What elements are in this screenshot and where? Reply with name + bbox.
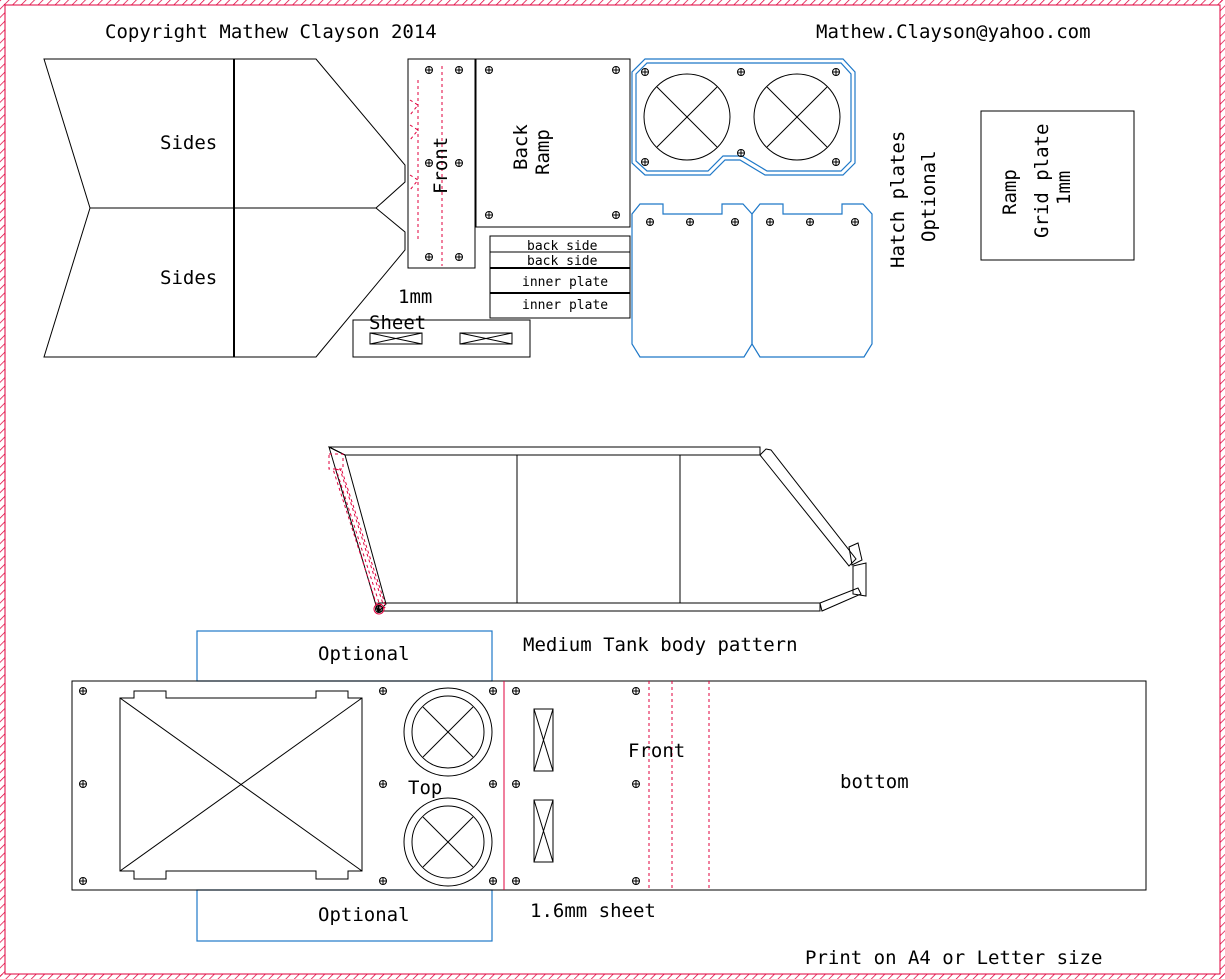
optional-top-label: Optional <box>318 643 410 665</box>
back-ramp-label-2: Ramp <box>532 129 554 175</box>
hatch-plates: Hatch plates Optional <box>631 58 940 358</box>
hatch-plates-label: Hatch plates <box>887 131 909 268</box>
back-side-label-1: back side <box>527 239 598 254</box>
hatch-optional-label: Optional <box>918 150 940 242</box>
top-label: Top <box>408 777 442 799</box>
body-pattern-title: Medium Tank body pattern <box>523 634 798 656</box>
sheet-label: Sheet <box>369 312 426 334</box>
optional-bottom-label: Optional <box>318 904 410 926</box>
inner-plate-label-2: inner plate <box>522 298 608 313</box>
grid-thickness-label: 1mm <box>1053 171 1075 205</box>
tank-body-profile <box>328 446 867 615</box>
sheet-16-label: 1.6mm sheet <box>530 900 656 922</box>
sides-piece: Sides Sides <box>43 58 406 358</box>
back-ramp-plate: Back Ramp <box>475 58 631 228</box>
front-plate: Front <box>407 58 476 269</box>
front-plate-label: Front <box>430 137 452 194</box>
sides-top-label: Sides <box>160 132 217 154</box>
copyright-text: Copyright Mathew Clayson 2014 <box>105 21 437 43</box>
sides-bottom-label: Sides <box>160 267 217 289</box>
thickness-1mm-label: 1mm <box>398 286 432 308</box>
ramp-label: Ramp <box>999 169 1021 215</box>
email-text: Mathew.Clayson@yahoo.com <box>816 21 1091 43</box>
inner-plate-label-1: inner plate <box>522 275 608 290</box>
back-ramp-label-1: Back <box>510 124 532 170</box>
back-side-label-2: back side <box>527 254 598 269</box>
ramp-grid-plate: Ramp Grid plate 1mm <box>980 110 1135 261</box>
main-body-sheet: Top Front bottom <box>71 680 1147 891</box>
front-main-label: Front <box>628 740 685 762</box>
bottom-label: bottom <box>840 771 909 793</box>
sheet-piece: 1mm Sheet <box>352 286 531 358</box>
grid-plate-label: Grid plate <box>1031 124 1053 238</box>
strip-plates: back side back side inner plate inner pl… <box>489 235 631 319</box>
print-note: Print on A4 or Letter size <box>805 947 1102 969</box>
